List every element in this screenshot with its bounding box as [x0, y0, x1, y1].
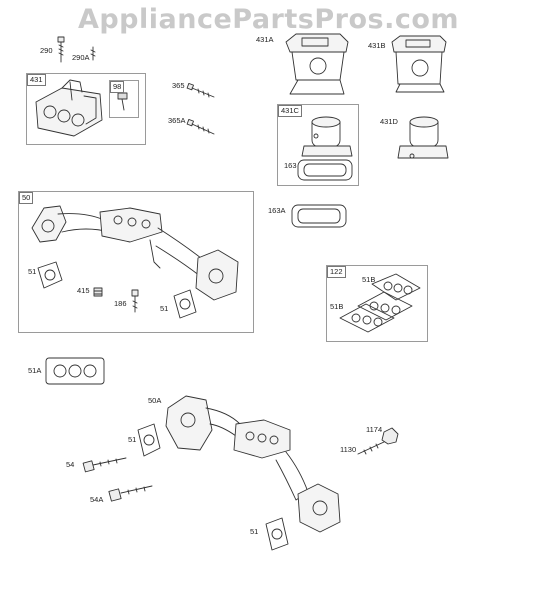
manifold-50 [31, 205, 239, 301]
adapter-431 [35, 79, 103, 137]
watermark-text: AppliancePartsPros.com [77, 4, 460, 35]
kit-box-50 [18, 191, 254, 333]
kit-box-122 [326, 265, 428, 342]
label-51-left: 51 [28, 267, 37, 276]
fitting-186 [131, 289, 139, 313]
label-415: 415 [77, 286, 90, 295]
part-415 [93, 287, 103, 297]
label-431a: 431A [256, 35, 274, 44]
label-1174: 1174 [366, 425, 383, 434]
gasket-163 [297, 159, 353, 181]
label-1130: 1130 [340, 445, 357, 454]
label-290: 290 [40, 46, 53, 55]
kit-box-431c [277, 104, 359, 186]
bolt-365a [186, 118, 215, 135]
gasket-51-mid [173, 289, 197, 319]
label-54: 54 [66, 460, 75, 469]
kit-box-98 [109, 80, 139, 118]
label-54a: 54A [90, 495, 104, 504]
label-51-bottom: 51 [250, 527, 259, 536]
label-365a: 365A [168, 116, 186, 125]
adapter-431b [391, 35, 447, 93]
adapter-431a [285, 33, 349, 95]
label-51-mid: 51 [160, 304, 169, 313]
gasket-51b-top [371, 273, 421, 301]
label-365: 365 [172, 81, 185, 90]
gasket-51b-pair [339, 291, 413, 333]
label-51b-top: 51B [362, 275, 376, 284]
label-290a: 290A [72, 53, 90, 62]
gasket-51-low [137, 423, 161, 457]
kit-box-431 [26, 73, 146, 145]
label-51b-left: 51B [330, 302, 344, 311]
label-51-low: 51 [128, 435, 137, 444]
stud-290a [90, 46, 96, 61]
label-122: 122 [327, 266, 346, 278]
gasket-163a [291, 204, 347, 228]
label-431c: 431C [278, 105, 302, 117]
label-163: 163 [284, 161, 297, 170]
label-431b: 431B [368, 41, 386, 50]
gasket-51-left [37, 261, 63, 289]
label-431d: 431D [380, 117, 398, 126]
screw-98 [117, 92, 128, 111]
nut-1174 [381, 427, 399, 445]
bolt-365 [186, 82, 215, 98]
gasket-51-bottom [265, 517, 289, 551]
gasket-51a [45, 357, 105, 385]
label-163a: 163A [268, 206, 286, 215]
label-51a: 51A [28, 366, 42, 375]
manifold-50a [165, 395, 341, 533]
bolt-54 [82, 457, 127, 473]
adapter-431c [301, 116, 353, 157]
label-98: 98 [110, 81, 125, 93]
label-50a: 50A [148, 396, 162, 405]
label-50: 50 [19, 192, 34, 204]
bolt-290 [57, 36, 65, 63]
label-431: 431 [27, 74, 46, 86]
label-186: 186 [114, 299, 127, 308]
stud-1130 [357, 441, 385, 455]
bolt-54a [108, 485, 153, 502]
adapter-431d [397, 116, 449, 159]
